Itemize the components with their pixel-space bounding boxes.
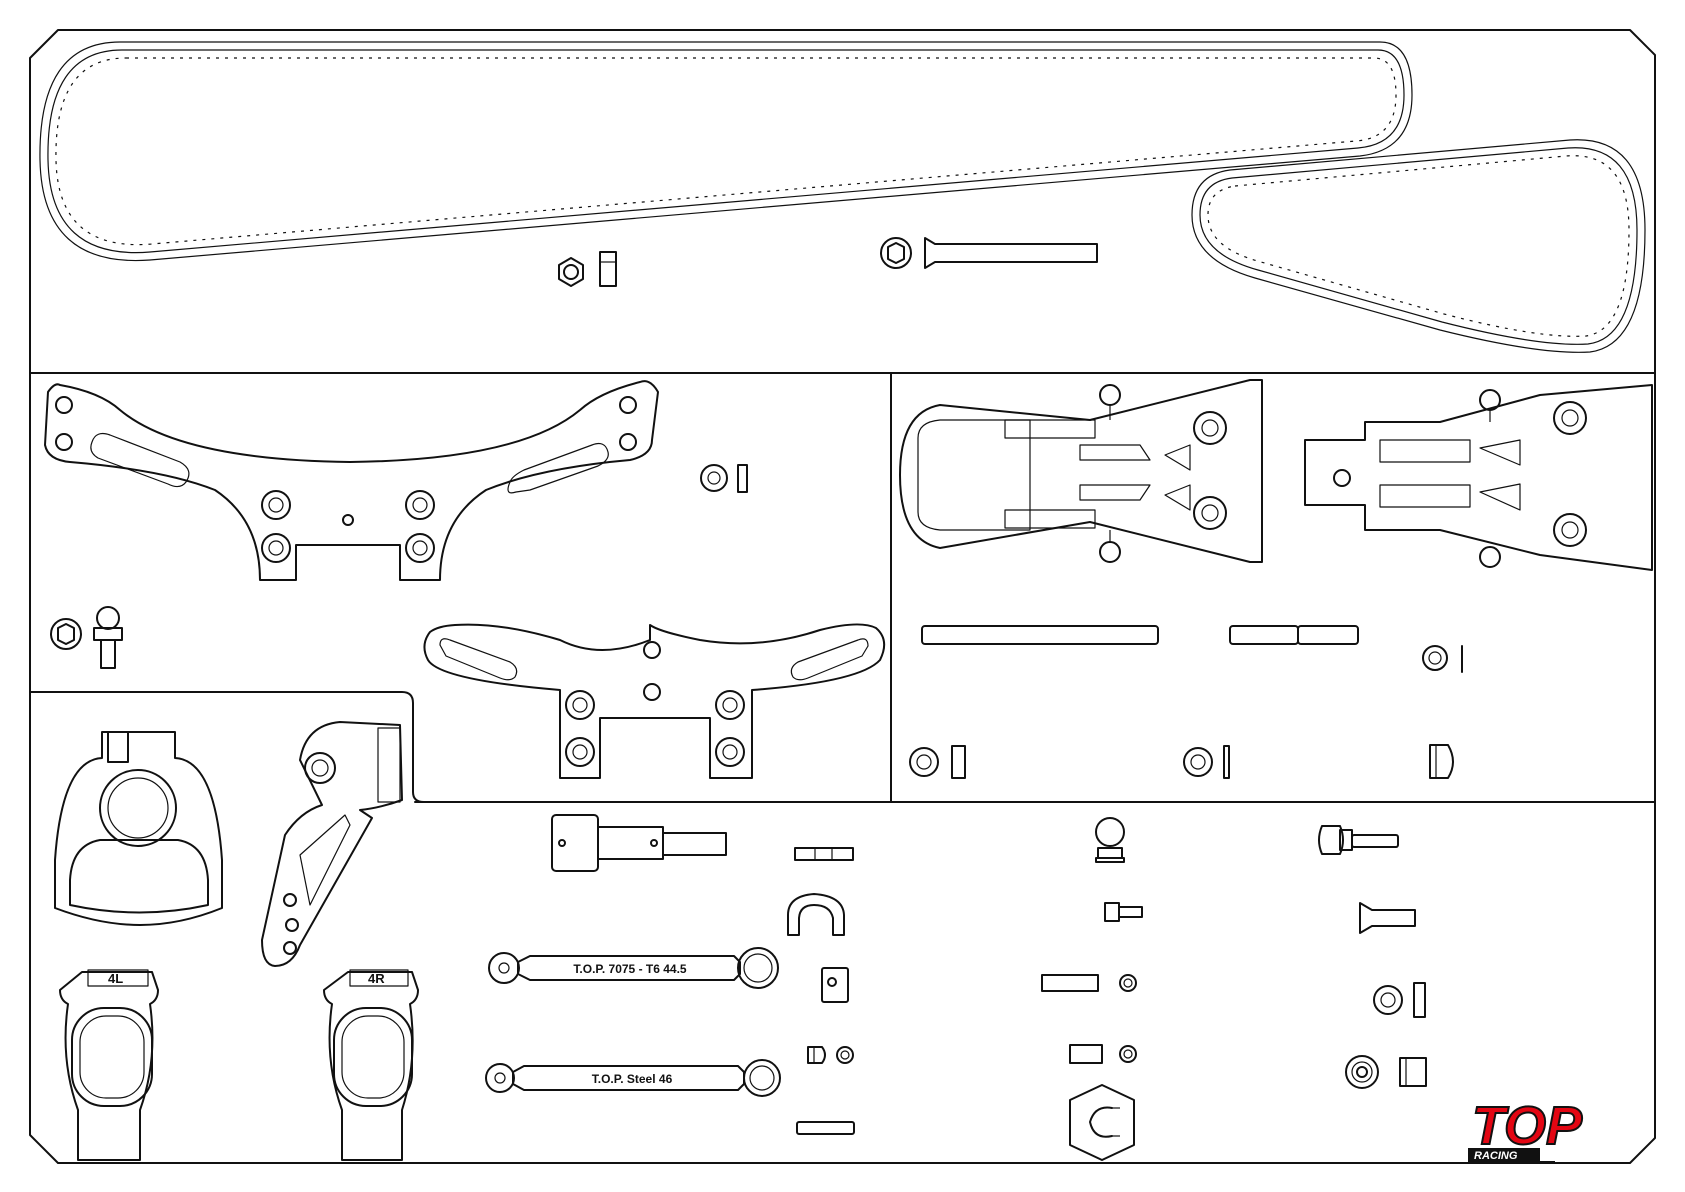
hinge-pins xyxy=(922,626,1358,644)
steering-knuckle xyxy=(262,722,402,966)
drive-axle xyxy=(552,815,726,871)
ball-end xyxy=(1096,818,1124,862)
top-racing-logo: TOP RACING xyxy=(1468,1096,1583,1162)
turnbuckle-steel: T.O.P. Steel 46 xyxy=(486,1060,780,1096)
rear-shock-tower xyxy=(45,381,658,580)
countersunk-screw-short xyxy=(1360,903,1415,933)
pin-small xyxy=(797,1122,854,1134)
hub-right-label: 4R xyxy=(368,971,385,986)
hub-left-label: 4L xyxy=(108,971,123,986)
ball-stud-with-nut xyxy=(51,607,122,668)
shim-right xyxy=(1374,983,1425,1017)
tower-spacer-washer xyxy=(701,465,747,492)
arm-shims xyxy=(910,646,1462,778)
square-nut xyxy=(822,968,848,1002)
spacer-and-washer-1 xyxy=(1042,975,1136,991)
turnbuckle-alu-label: T.O.P. 7075 - T6 44.5 xyxy=(573,962,687,976)
set-screw-and-washer xyxy=(808,1047,853,1063)
short-drive-belt xyxy=(1192,140,1645,353)
rear-hub-right: 4R xyxy=(324,970,418,1160)
front-suspension-arm xyxy=(900,380,1262,562)
spacer-and-washer-2 xyxy=(1070,1045,1136,1063)
wheel-nut-hex xyxy=(1070,1085,1134,1160)
turnbuckle-alu: T.O.P. 7075 - T6 44.5 xyxy=(489,948,778,988)
logo-sub-text: RACING xyxy=(1474,1150,1518,1162)
rear-hub-left: 4L xyxy=(60,970,158,1160)
lock-nut xyxy=(559,252,616,286)
long-drive-belt xyxy=(40,42,1412,261)
section-dividers xyxy=(30,373,1655,802)
e-clip xyxy=(788,894,844,935)
rear-suspension-arm xyxy=(1305,385,1652,570)
c-hub-carrier xyxy=(55,732,222,925)
bearing-and-bushing xyxy=(1346,1056,1426,1088)
turnbuckle-steel-label: T.O.P. Steel 46 xyxy=(592,1072,673,1086)
small-cap-screw xyxy=(1105,903,1142,921)
countersunk-screw-long xyxy=(881,238,1097,268)
axle-pin xyxy=(795,848,853,860)
logo-main-text: TOP xyxy=(1472,1096,1583,1156)
front-shock-tower xyxy=(424,624,884,778)
ball-stud-long xyxy=(1319,826,1398,854)
